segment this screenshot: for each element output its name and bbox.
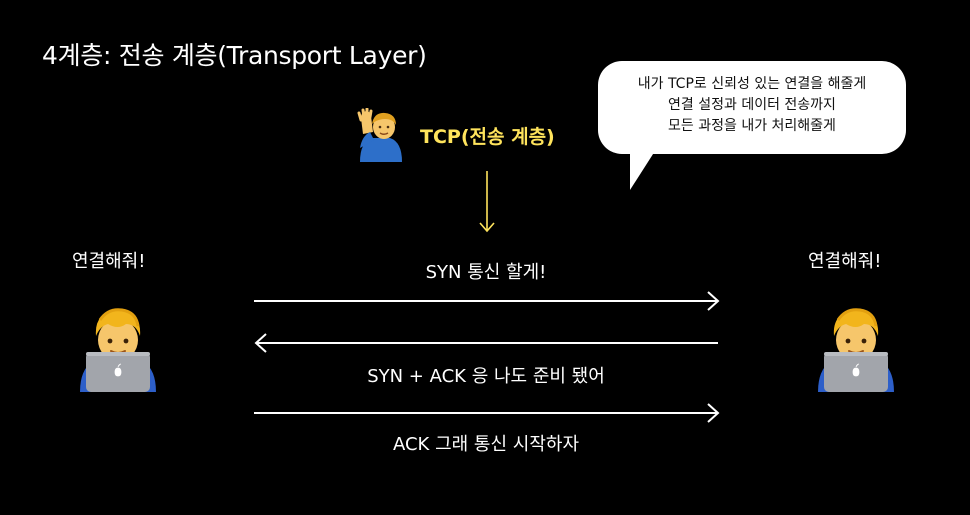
page-title: 4계층: 전송 계층(Transport Layer) <box>42 41 427 70</box>
bubble-line-3: 모든 과정을 내가 처리해줄게 <box>668 118 836 134</box>
syn-ack-arrow <box>254 333 718 353</box>
ack-message: ACK 그래 통신 시작하자 <box>392 434 579 455</box>
tcp-speech-bubble: 내가 TCP로 신뢰성 있는 연결을 해줄게 연결 설정과 데이터 전송까지 모… <box>598 61 906 154</box>
technologist-with-laptop-icon <box>818 308 894 392</box>
down-arrow <box>479 171 495 233</box>
ack-arrow <box>254 403 720 423</box>
bubble-line-2: 연결 설정과 데이터 전송까지 <box>668 97 836 113</box>
person-raising-hand-icon <box>357 108 402 162</box>
left-user-label: 연결해줘! <box>72 251 146 272</box>
tcp-label: TCP(전송 계층) <box>420 126 555 148</box>
bubble-tail <box>630 140 662 190</box>
right-user-label: 연결해줘! <box>808 251 882 272</box>
technologist-with-laptop-icon <box>80 308 156 392</box>
syn-arrow <box>254 291 720 311</box>
syn-ack-message: SYN + ACK 응 나도 준비 됐어 <box>367 366 605 387</box>
syn-message: SYN 통신 할게! <box>425 262 547 283</box>
bubble-line-1: 내가 TCP로 신뢰성 있는 연결을 해줄게 <box>637 76 867 92</box>
